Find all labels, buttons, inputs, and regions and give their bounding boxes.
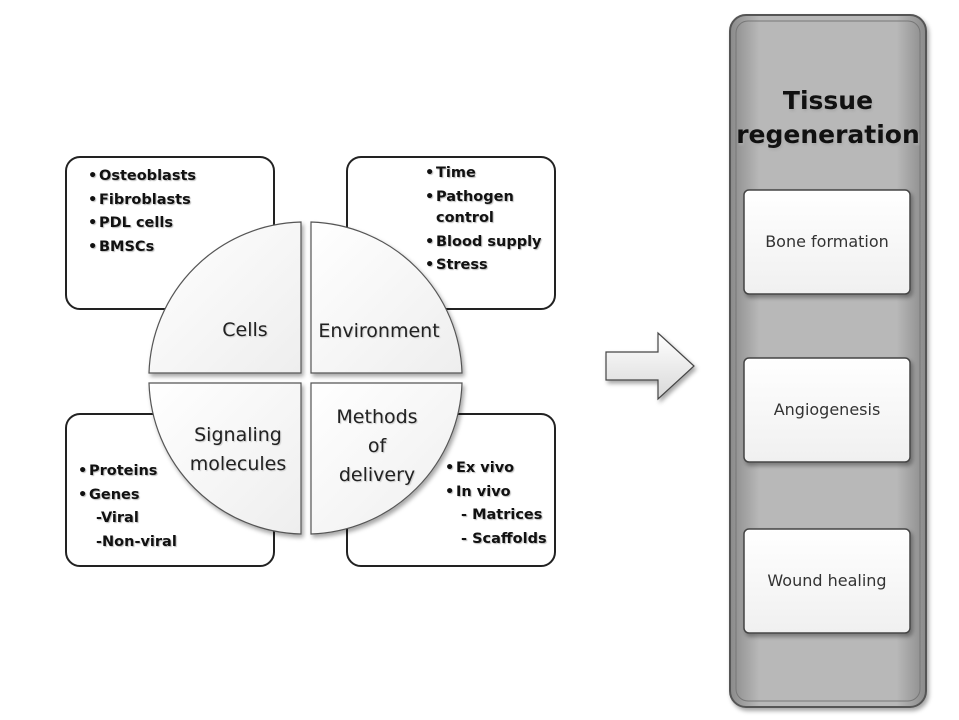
signaling-sub-item: -Non-viral bbox=[96, 533, 177, 550]
environment-list-item: •Stress bbox=[425, 257, 488, 273]
outcome-item-label: Wound healing bbox=[767, 571, 887, 590]
environment-list: •Time •Pathogen control •Blood supply •S… bbox=[425, 162, 542, 278]
right-arrow-icon bbox=[605, 331, 695, 401]
environment-list-item: •Pathogen control bbox=[425, 188, 514, 226]
delivery-list-item: •In vivo bbox=[445, 483, 511, 500]
delivery-list: •Ex vivo •In vivo - Matrices - Scaffolds bbox=[445, 457, 547, 551]
cells-list-item: •PDL cells bbox=[88, 215, 173, 231]
outcome-card-1 bbox=[743, 189, 911, 295]
environment-label: Environment bbox=[318, 320, 440, 342]
environment-list-item: •Blood supply bbox=[425, 233, 542, 250]
cells-list-item: •Fibroblasts bbox=[88, 191, 191, 208]
signaling-label-line: molecules bbox=[189, 453, 287, 475]
outcome-item-label: Bone formation bbox=[765, 232, 889, 251]
outcome-title-line: Tissue bbox=[782, 86, 874, 115]
signaling-list: •Proteins •Genes -Viral -Non-viral bbox=[78, 460, 177, 554]
cells-list-item: •Osteoblasts bbox=[88, 168, 197, 184]
signaling-list-item: •Proteins bbox=[78, 463, 158, 479]
outcome-card-2 bbox=[743, 357, 911, 463]
signaling-sub-item: -Viral bbox=[96, 510, 139, 526]
cells-list: •Osteoblasts •Fibroblasts •PDL cells •BM… bbox=[88, 165, 196, 259]
cells-list-item: •BMSCs bbox=[88, 238, 155, 255]
delivery-quadrant bbox=[310, 382, 463, 535]
delivery-sub-item: - Matrices bbox=[461, 507, 543, 523]
signaling-list-item: •Genes bbox=[78, 486, 140, 503]
signaling-quadrant bbox=[148, 382, 302, 535]
cells-label: Cells bbox=[222, 319, 268, 341]
outcome-title: Tissue regeneration bbox=[728, 84, 928, 152]
delivery-label-line: Methods bbox=[336, 406, 418, 428]
delivery-label: Methods of delivery bbox=[318, 403, 436, 490]
outcome-panel-inner-border bbox=[735, 20, 921, 702]
delivery-label-line: delivery bbox=[338, 464, 416, 486]
delivery-sub-item: - Scaffolds bbox=[461, 530, 547, 547]
outcome-card-3 bbox=[743, 528, 911, 634]
cells-quadrant bbox=[148, 221, 302, 374]
outcome-title-line: regeneration bbox=[736, 120, 920, 149]
environment-list-item: •Time bbox=[425, 165, 476, 181]
delivery-label-line: of bbox=[367, 435, 387, 457]
signaling-label: Signaling molecules bbox=[178, 421, 298, 479]
delivery-list-item: •Ex vivo bbox=[445, 460, 515, 476]
signaling-label-line: Signaling bbox=[194, 424, 282, 446]
outcome-item-label: Angiogenesis bbox=[773, 400, 881, 419]
environment-quadrant bbox=[310, 221, 463, 374]
